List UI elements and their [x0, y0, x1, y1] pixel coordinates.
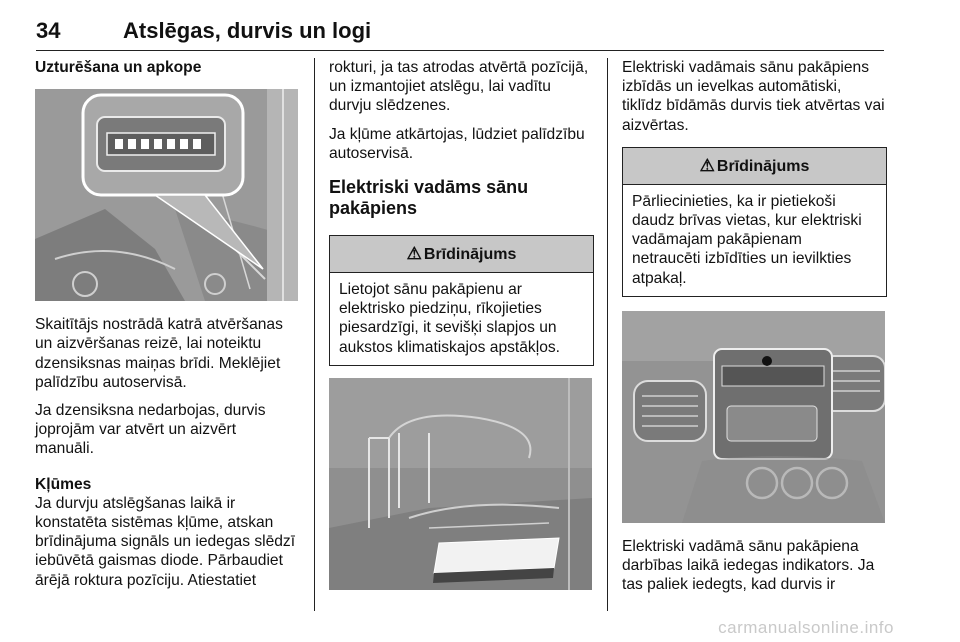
warning-box: ⚠Brīdinājums Lietojot sānu pakāpienu ar … — [329, 235, 594, 366]
warning-box: ⚠Brīdinājums Pārliecinieties, ka ir piet… — [622, 146, 887, 297]
section-title: Uzturēšana un apkope — [35, 59, 202, 76]
paragraph: Ja kļūme atkārtojas, lūdziet palīdzību a… — [329, 125, 585, 162]
belt-counter-illustration — [35, 89, 298, 302]
column-divider — [607, 58, 608, 611]
paragraph: rokturi, ja tas atrodas atvērtā pozīcijā… — [329, 59, 589, 115]
watermark: carmanualsonline.info — [718, 618, 894, 637]
warning-text: Lietojot sānu pakāpienu ar elektrisko pi… — [339, 281, 561, 356]
paragraph: Elektriski vadāmais sānu pakāpiens izbīd… — [622, 59, 885, 134]
column-3: Elektriski vadāmais sānu pakāpiens izbīd… — [622, 58, 887, 603]
paragraph: Ja dzensiksna nedarbojas, durvis joprojā… — [35, 402, 266, 458]
column-1: Uzturēšana un apkope Skaitītājs no — [35, 58, 300, 599]
warning-title: ⚠Brīdinājums — [330, 236, 593, 274]
warning-title: ⚠Brīdinājums — [623, 147, 886, 185]
column-divider — [314, 58, 315, 611]
side-step-illustration — [329, 377, 592, 590]
dashboard-indicator-illustration — [622, 310, 885, 523]
paragraph: Elektriski vadāmā sānu pakāpiena darbība… — [622, 537, 875, 594]
paragraph: Skaitītājs nostrādā katrā atvēršanas un … — [35, 316, 283, 391]
section-heading: Elektriski vadāms sānu pakāpiens — [329, 177, 529, 219]
paragraph: Ja durvju atslēgšanas laikā ir konstatēt… — [35, 494, 296, 589]
chapter-title: Atslēgas, durvis un logi — [123, 18, 372, 43]
warning-title-text: Brīdinājums — [423, 246, 517, 264]
subsection-title: Kļūmes — [35, 475, 92, 493]
warning-triangle-icon: ⚠ — [406, 244, 422, 264]
warning-text: Pārliecinieties, ka ir pietiekoši daudz … — [632, 192, 862, 287]
column-2: rokturi, ja tas atrodas atvērtā pozīcijā… — [329, 58, 594, 590]
page-header: 34 Atslēgas, durvis un logi — [36, 10, 884, 51]
warning-triangle-icon: ⚠ — [699, 155, 715, 175]
page-number: 34 — [36, 18, 61, 43]
warning-title-text: Brīdinājums — [716, 157, 810, 175]
